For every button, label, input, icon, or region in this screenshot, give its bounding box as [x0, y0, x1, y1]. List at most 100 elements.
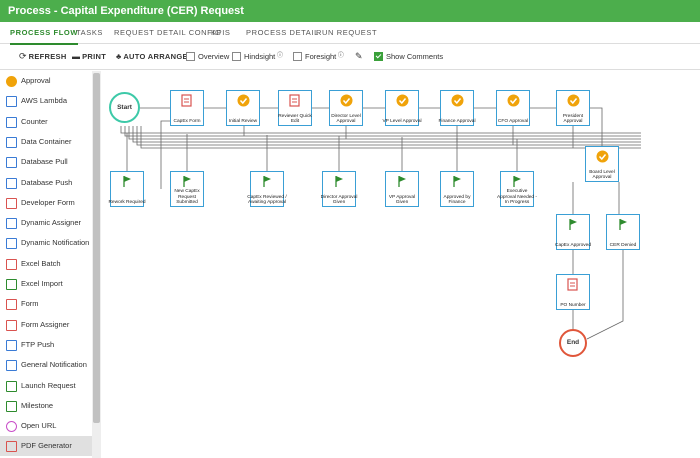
- refresh-icon: ⟳: [19, 51, 27, 61]
- start-node[interactable]: Start: [109, 92, 140, 123]
- palette-item-label: Developer Form: [21, 197, 75, 207]
- globe-icon: [6, 421, 17, 433]
- overview-checkbox[interactable]: Overview: [186, 44, 229, 69]
- approval-badge-icon: [6, 76, 17, 87]
- palette-item-label: AWS Lambda: [21, 96, 67, 106]
- palette-item-excel-import[interactable]: Excel Import: [0, 274, 92, 294]
- flow-node-label: New CapEx Request Submitted: [174, 189, 200, 205]
- connector-line: [160, 120, 170, 189]
- palette-item-label: Dynamic Notification: [21, 238, 90, 248]
- palette-item-database-pull[interactable]: Database Pull: [0, 152, 92, 172]
- counter-icon: [6, 116, 17, 128]
- tab-request-detail-config[interactable]: REQUEST DETAIL CONFIG: [114, 28, 222, 37]
- flow-node-initial-review[interactable]: Initial Review: [226, 90, 260, 126]
- flow-node-label: Executive Approval Needed - In Progress: [497, 189, 537, 205]
- ftp-push-icon: [6, 339, 17, 351]
- tab-process-detail[interactable]: PROCESS DETAIL: [246, 28, 319, 37]
- flow-node-cer-denied[interactable]: CER Denied: [606, 214, 640, 250]
- flow-node-label: President Approval: [562, 113, 584, 124]
- palette-item-label: FTP Push: [21, 339, 55, 349]
- flow-node-president-approval[interactable]: President Approval: [556, 90, 590, 126]
- palette-item-excel-batch[interactable]: Excel Batch: [0, 254, 92, 274]
- palette-item-pdf-generator[interactable]: PDF Generator: [0, 436, 92, 457]
- flow-node-rework-required[interactable]: Rework Required: [108, 171, 146, 207]
- palette-item-data-container[interactable]: Data Container: [0, 132, 92, 152]
- flow-node-label: Director Approval Given: [320, 194, 358, 205]
- flow-node-label: CapEx Approved: [555, 242, 591, 248]
- flow-node-label: Initial Review: [228, 118, 258, 124]
- flow-node-label: VP Approval Given: [388, 194, 416, 205]
- palette-item-launch-request[interactable]: Launch Request: [0, 376, 92, 396]
- palette-item-developer-form[interactable]: Developer Form: [0, 193, 92, 213]
- flow-node-capex-reviewed-awaiting-approval[interactable]: CapEx Reviewed / Awaiting Approval: [247, 171, 287, 207]
- palette-item-ftp-push[interactable]: FTP Push: [0, 335, 92, 355]
- foresight-checkbox[interactable]: Foresight ⓘ: [293, 44, 344, 69]
- flow-node-approved-by-finance[interactable]: Approved by Finance: [440, 171, 474, 207]
- flow-node-capex-approved[interactable]: CapEx Approved: [555, 214, 591, 250]
- palette-item-approval[interactable]: Approval: [0, 71, 92, 91]
- palette-item-open-url[interactable]: Open URL: [0, 416, 92, 436]
- hindsight-checkbox[interactable]: Hindsight ⓘ: [232, 44, 283, 69]
- flow-node-new-capex-request-submitted[interactable]: New CapEx Request Submitted: [170, 171, 204, 207]
- flow-node-director-approval-given[interactable]: Director Approval Given: [320, 171, 358, 207]
- dynamic-assigner-icon: [6, 218, 17, 230]
- connector-lines: [120, 107, 641, 340]
- palette-item-aws-lambda[interactable]: AWS Lambda: [0, 91, 92, 111]
- palette-item-label: Launch Request: [21, 380, 76, 390]
- flow-node-label: Rework Required: [108, 199, 146, 205]
- tab-kpis[interactable]: KPIS: [211, 28, 231, 37]
- flow-node-label: CER Denied: [609, 242, 637, 248]
- lambda-icon: [6, 96, 17, 108]
- flow-node-director-level-approval[interactable]: Director Level Approval: [329, 90, 363, 126]
- palette-item-dynamic-notification[interactable]: Dynamic Notification: [0, 233, 92, 253]
- tab-run-request[interactable]: RUN REQUEST: [316, 28, 378, 37]
- flow-node-vp-level-approval[interactable]: VP Level Approval: [382, 90, 422, 126]
- palette-item-label: Data Container: [21, 136, 72, 146]
- tab-tasks[interactable]: TASKS: [76, 28, 104, 37]
- palette-item-label: Database Push: [21, 177, 73, 187]
- window-title: Process - Capital Expenditure (CER) Requ…: [0, 0, 700, 22]
- launch-request-icon: [6, 380, 17, 392]
- print-button[interactable]: ▬ PRINT: [72, 52, 107, 61]
- palette-item-label: PDF Generator: [21, 441, 72, 451]
- flow-node-finance-approval[interactable]: Finance Approval: [438, 90, 476, 126]
- palette-item-label: Counter: [21, 116, 48, 126]
- toolbar: ⟳ REFRESH ▬ PRINT ♣ AUTO ARRANGE Overvie…: [0, 44, 700, 70]
- hierarchy-icon: ♣: [116, 52, 122, 61]
- scrollbar-thumb[interactable]: [93, 73, 100, 423]
- palette-item-label: Excel Batch: [21, 258, 61, 268]
- palette-item-form-assigner[interactable]: Form Assigner: [0, 315, 92, 335]
- flow-node-board-level-approval[interactable]: Board Level Approval: [585, 146, 619, 182]
- palette-item-form[interactable]: Form: [0, 294, 92, 314]
- end-node[interactable]: End: [559, 329, 587, 357]
- refresh-button[interactable]: ⟳ REFRESH: [19, 51, 67, 61]
- flow-node-reviewer-quick-edit[interactable]: Reviewer Quick Edit: [278, 90, 312, 126]
- flow-node-label: CapEx Reviewed / Awaiting Approval: [247, 194, 287, 205]
- flow-node-capex-form[interactable]: CapEx Form: [170, 90, 204, 126]
- palette-item-milestone[interactable]: Milestone: [0, 396, 92, 416]
- palette-item-label: Excel Import: [21, 279, 63, 288]
- auto-arrange-button[interactable]: ♣ AUTO ARRANGE: [116, 52, 188, 61]
- pen-icon: ✎: [355, 51, 363, 61]
- flow-node-label: Board Level Approval: [589, 169, 615, 180]
- connector-line: [120, 126, 641, 134]
- palette-item-general-notification[interactable]: General Notification: [0, 355, 92, 375]
- info-icon: ⓘ: [275, 53, 283, 59]
- comments-edit-button[interactable]: ✎: [355, 44, 363, 69]
- palette-item-label: Milestone: [21, 400, 54, 410]
- flow-node-po-number[interactable]: PO Number: [556, 274, 590, 310]
- palette-item-counter[interactable]: Counter: [0, 112, 92, 132]
- palette-item-label: General Notification: [21, 360, 87, 370]
- sidebar-scrollbar[interactable]: [92, 71, 101, 458]
- show-comments-checkbox[interactable]: Show Comments: [374, 44, 443, 69]
- palette-item-database-push[interactable]: Database Push: [0, 173, 92, 193]
- checkbox-checked-icon: [374, 51, 383, 61]
- flow-node-executive-approval-needed-in-progress[interactable]: Executive Approval Needed - In Progress: [497, 171, 537, 207]
- palette-item-dynamic-assigner[interactable]: Dynamic Assigner: [0, 213, 92, 233]
- flow-node-cfo-approval[interactable]: CFO Approval: [496, 90, 530, 126]
- flow-node-vp-approval-given[interactable]: VP Approval Given: [385, 171, 419, 207]
- flow-node-label: Reviewer Quick Edit: [278, 113, 312, 124]
- tab-process-flow[interactable]: PROCESS FLOW: [10, 22, 79, 45]
